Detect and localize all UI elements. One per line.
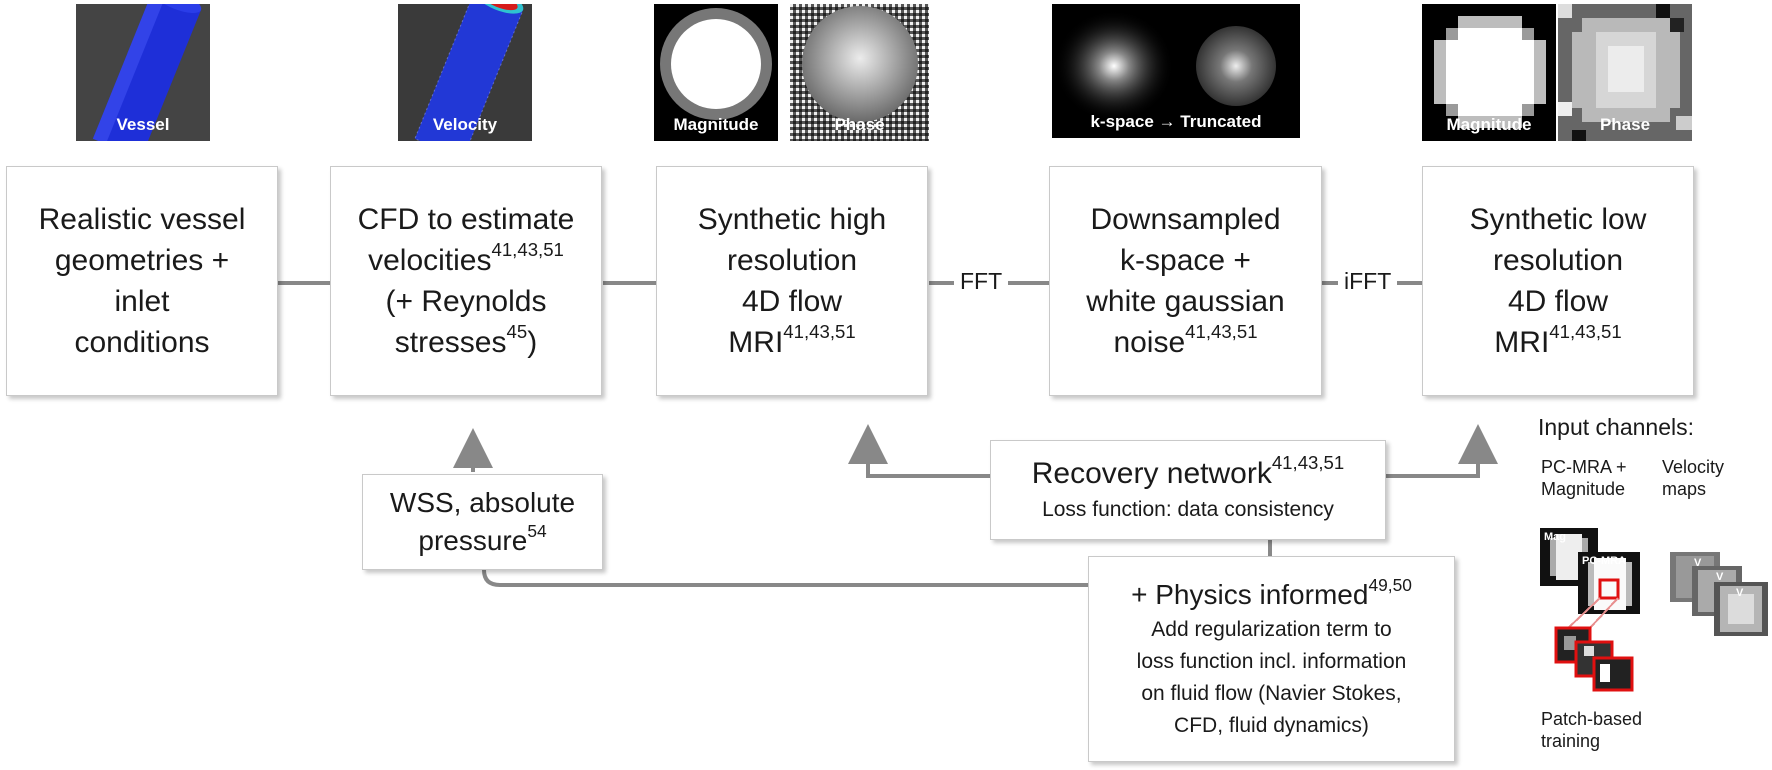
patch-highlight — [1598, 578, 1620, 600]
wss-pressure-box: WSS, absolute pressure54 — [362, 474, 603, 570]
thumbnail-caption: Phase — [834, 115, 885, 134]
connector-line — [603, 281, 656, 285]
fft-label: FFT — [954, 268, 1009, 295]
kspace-thumbnail: k-space → Truncated — [1052, 4, 1300, 138]
ifft-label: iFFT — [1338, 268, 1398, 295]
velocity-tag: V — [1736, 587, 1744, 599]
thumbnail-caption: Vessel — [116, 115, 170, 134]
input-channel-illustration: Mag PC-MRA V V V — [1540, 528, 1768, 692]
pcmra-magnitude-label: PC-MRA + Magnitude — [1541, 457, 1627, 499]
arrow-to-low-res — [1386, 424, 1498, 478]
physics-line: on fluid flow (Navier Stokes, — [1141, 682, 1402, 705]
thumbnail-caption: Magnitude — [1446, 115, 1532, 134]
velocity-tag: V — [1694, 557, 1702, 569]
recovery-network-box: Recovery network41,43,51 Loss function: … — [990, 440, 1386, 540]
recovery-network-subtitle: Loss function: data consistency — [1042, 498, 1334, 521]
thumbnail-caption: Velocity — [432, 115, 498, 134]
patch-based-training-label: Patch-based training — [1541, 709, 1643, 751]
step-downsampled-kspace: Downsampled k-space + white gaussian noi… — [1049, 166, 1322, 396]
velocity-thumbnail: Velocity — [398, 4, 532, 141]
patch-highlight — [1592, 656, 1634, 692]
step-vessel-geometries: Realistic vessel geometries + inlet cond… — [6, 166, 278, 396]
magnitude-low-res-thumbnail: Magnitude — [1422, 4, 1556, 141]
step-synthetic-high-res: Synthetic high resolution 4D flow MRI41,… — [656, 166, 928, 396]
physics-informed-box: + Physics informed49,50 Add regularizati… — [1088, 556, 1455, 762]
magnitude-high-res-thumbnail: Magnitude — [654, 4, 778, 141]
step-synthetic-low-res: Synthetic low resolution 4D flow MRI41,4… — [1422, 166, 1694, 396]
physics-line: CFD, fluid dynamics) — [1174, 714, 1369, 737]
phase-low-res-thumbnail: Phase — [1558, 4, 1692, 141]
step-cfd: CFD to estimate velocities41,43,51 (+ Re… — [330, 166, 602, 396]
thumbnail-caption: Phase — [1599, 115, 1651, 134]
velocity-tag: V — [1716, 571, 1724, 583]
physics-to-wss — [482, 552, 1088, 587]
kspace-caption: k-space → Truncated — [1090, 112, 1262, 131]
input-channels-title: Input channels: — [1538, 414, 1695, 440]
pcmra-tag: PC-MRA — [1582, 555, 1626, 567]
recovery-network-title: Recovery network41,43,51 — [1031, 452, 1345, 490]
connector-line — [277, 281, 330, 285]
velocity-maps-label: Velocity maps — [1662, 457, 1725, 499]
vessel-thumbnail: Vessel — [76, 4, 210, 141]
physics-line: Add regularization term to — [1151, 618, 1392, 641]
phase-high-res-thumbnail: Phase — [790, 4, 929, 141]
thumbnail-caption: Magnitude — [673, 115, 759, 134]
arrow-to-high-res — [848, 424, 990, 478]
mag-tag: Mag — [1544, 531, 1566, 543]
physics-line: loss function incl. information — [1136, 650, 1407, 673]
physics-informed-title: + Physics informed49,50 — [1131, 574, 1412, 610]
